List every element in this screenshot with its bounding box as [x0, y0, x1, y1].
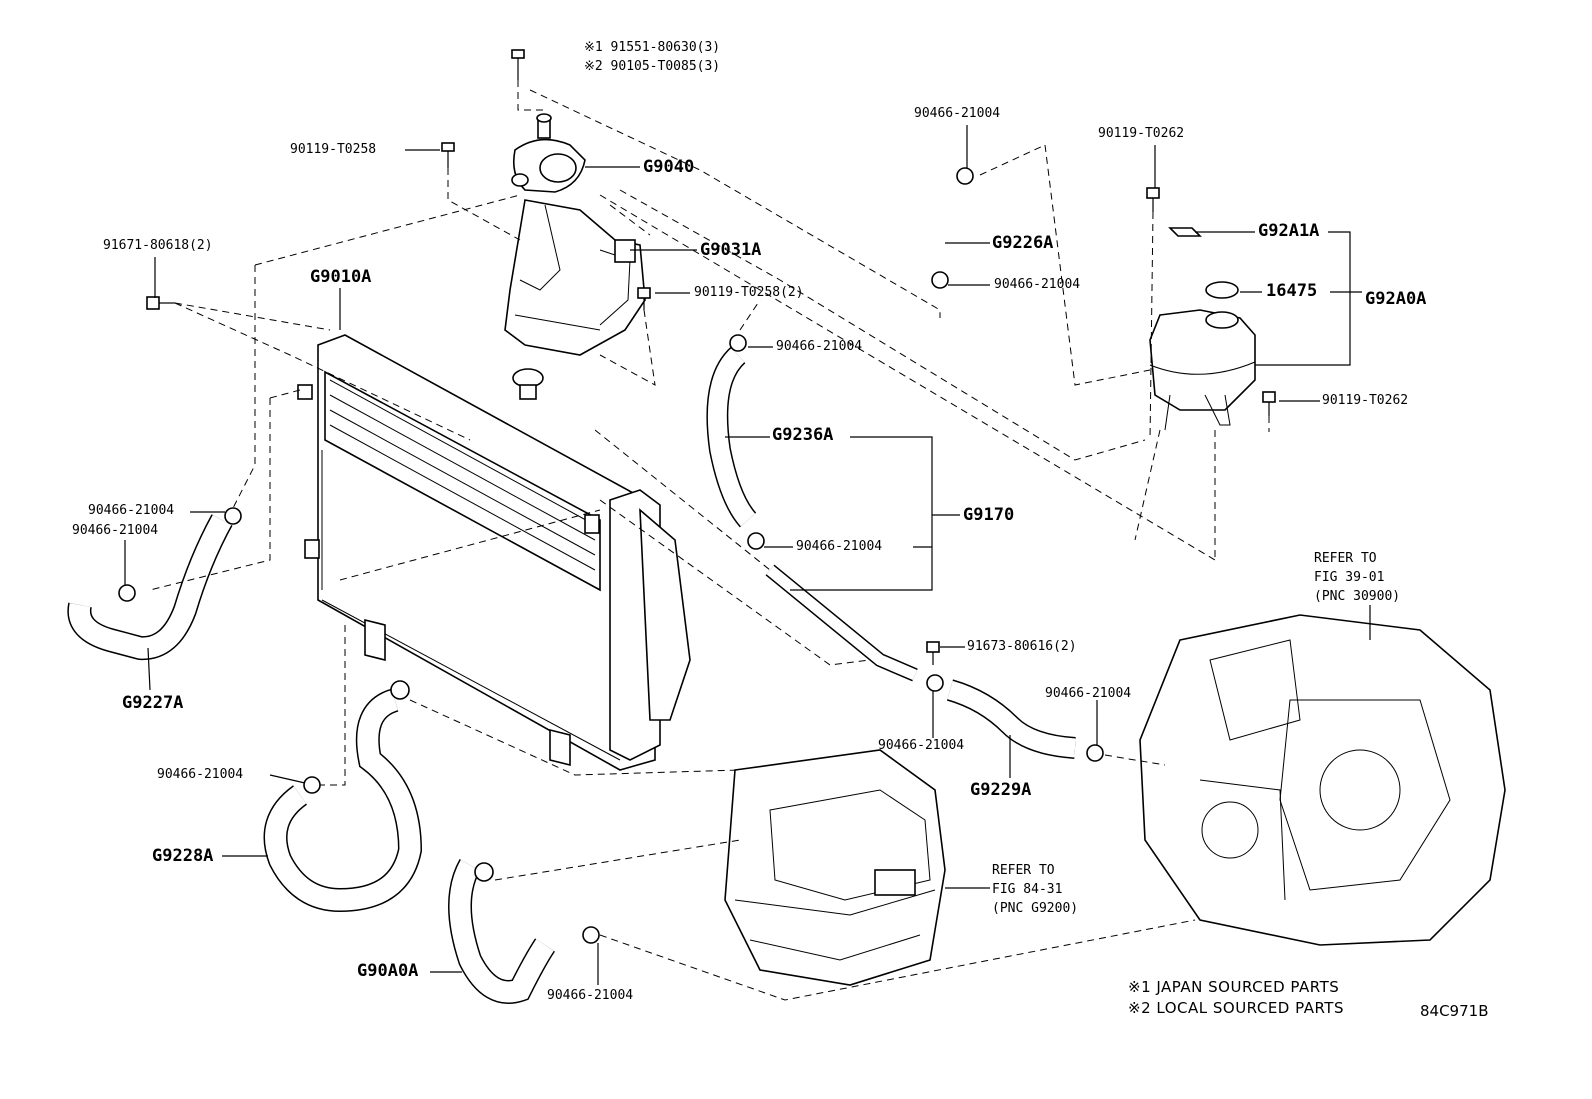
part-label-g90a0a: G90A0A [357, 961, 419, 981]
part-label-g9031a: G9031A [700, 240, 762, 260]
clamp-label-g9236-top: 90466-21004 [776, 339, 863, 354]
figure-code: 84C971B [1420, 1002, 1489, 1020]
part-label-g92a1a: G92A1A [1258, 221, 1320, 241]
refer-transaxle-line1: REFER TO [1314, 551, 1377, 566]
refer-transaxle-line3: (PNC 30900) [1314, 589, 1401, 604]
part-label-g9229a: G9229A [970, 780, 1032, 800]
part-label-g92a0a: G92A0A [1365, 289, 1427, 309]
note-japan-sourced: ※1 JAPAN SOURCED PARTS [1128, 978, 1340, 996]
bolts [146, 49, 1276, 665]
leader-lines [124, 125, 1371, 985]
clamp-label-g9229-right: 90466-21004 [1045, 686, 1132, 701]
pump-bracket [504, 199, 646, 356]
part-label-g9040: G9040 [643, 157, 695, 177]
part-label-g9227a: G9227A [122, 693, 184, 713]
bolt-label-90119-t0258-2: 90119-T0258(2) [694, 285, 804, 300]
part-label-g9226a: G9226A [992, 233, 1054, 253]
part-label-g9010a: G9010A [310, 267, 372, 287]
bolt-label-91673: 91673-80616(2) [967, 639, 1077, 654]
clamp-label-g9227-a: 90466-21004 [88, 503, 175, 518]
clamp-label-g90a0: 90466-21004 [547, 988, 634, 1003]
bolt-label-90119-t0262-top: 90119-T0262 [1098, 126, 1185, 141]
clamp-label-g9226-top: 90466-21004 [914, 106, 1001, 121]
part-label-16475: 16475 [1266, 281, 1318, 301]
bolt-label-90119-t0262-right: 90119-T0262 [1322, 393, 1409, 408]
reservoir-tank [1149, 227, 1256, 431]
dashed-guides [149, 80, 1270, 1001]
transaxle-assembly [1139, 614, 1506, 946]
clamp-label-g9229-left: 90466-21004 [878, 738, 965, 753]
radiator [297, 334, 691, 771]
bolt-label-91671: 91671-80618(2) [103, 238, 213, 253]
refer-inverter-line2: FIG 84-31 [992, 882, 1063, 897]
part-label-g9236a: G9236A [772, 425, 834, 445]
refer-inverter-line3: (PNC G9200) [992, 901, 1079, 916]
hoses [67, 170, 1076, 1004]
bolt-label-90119-t0258: 90119-T0258 [290, 142, 377, 157]
part-label-g9228a: G9228A [152, 846, 214, 866]
clamp-label-g9236-bottom: 90466-21004 [796, 539, 883, 554]
refer-inverter-line1: REFER TO [992, 863, 1055, 878]
part-label-g9170: G9170 [963, 505, 1015, 525]
clamp-label-g9227-b: 90466-21004 [72, 523, 159, 538]
inverter-assembly [724, 749, 946, 986]
clamps [118, 167, 1104, 944]
water-pump [511, 113, 586, 193]
bolt-label-local: ※2 90105-T0085(3) [584, 59, 721, 74]
clamp-label-g9226-bottom: 90466-21004 [994, 277, 1081, 292]
bolt-label-japan: ※1 91551-80630(3) [584, 40, 721, 55]
clamp-label-g9228: 90466-21004 [157, 767, 244, 782]
note-local-sourced: ※2 LOCAL SOURCED PARTS [1128, 999, 1344, 1017]
refer-transaxle-line2: FIG 39-01 [1314, 570, 1385, 585]
